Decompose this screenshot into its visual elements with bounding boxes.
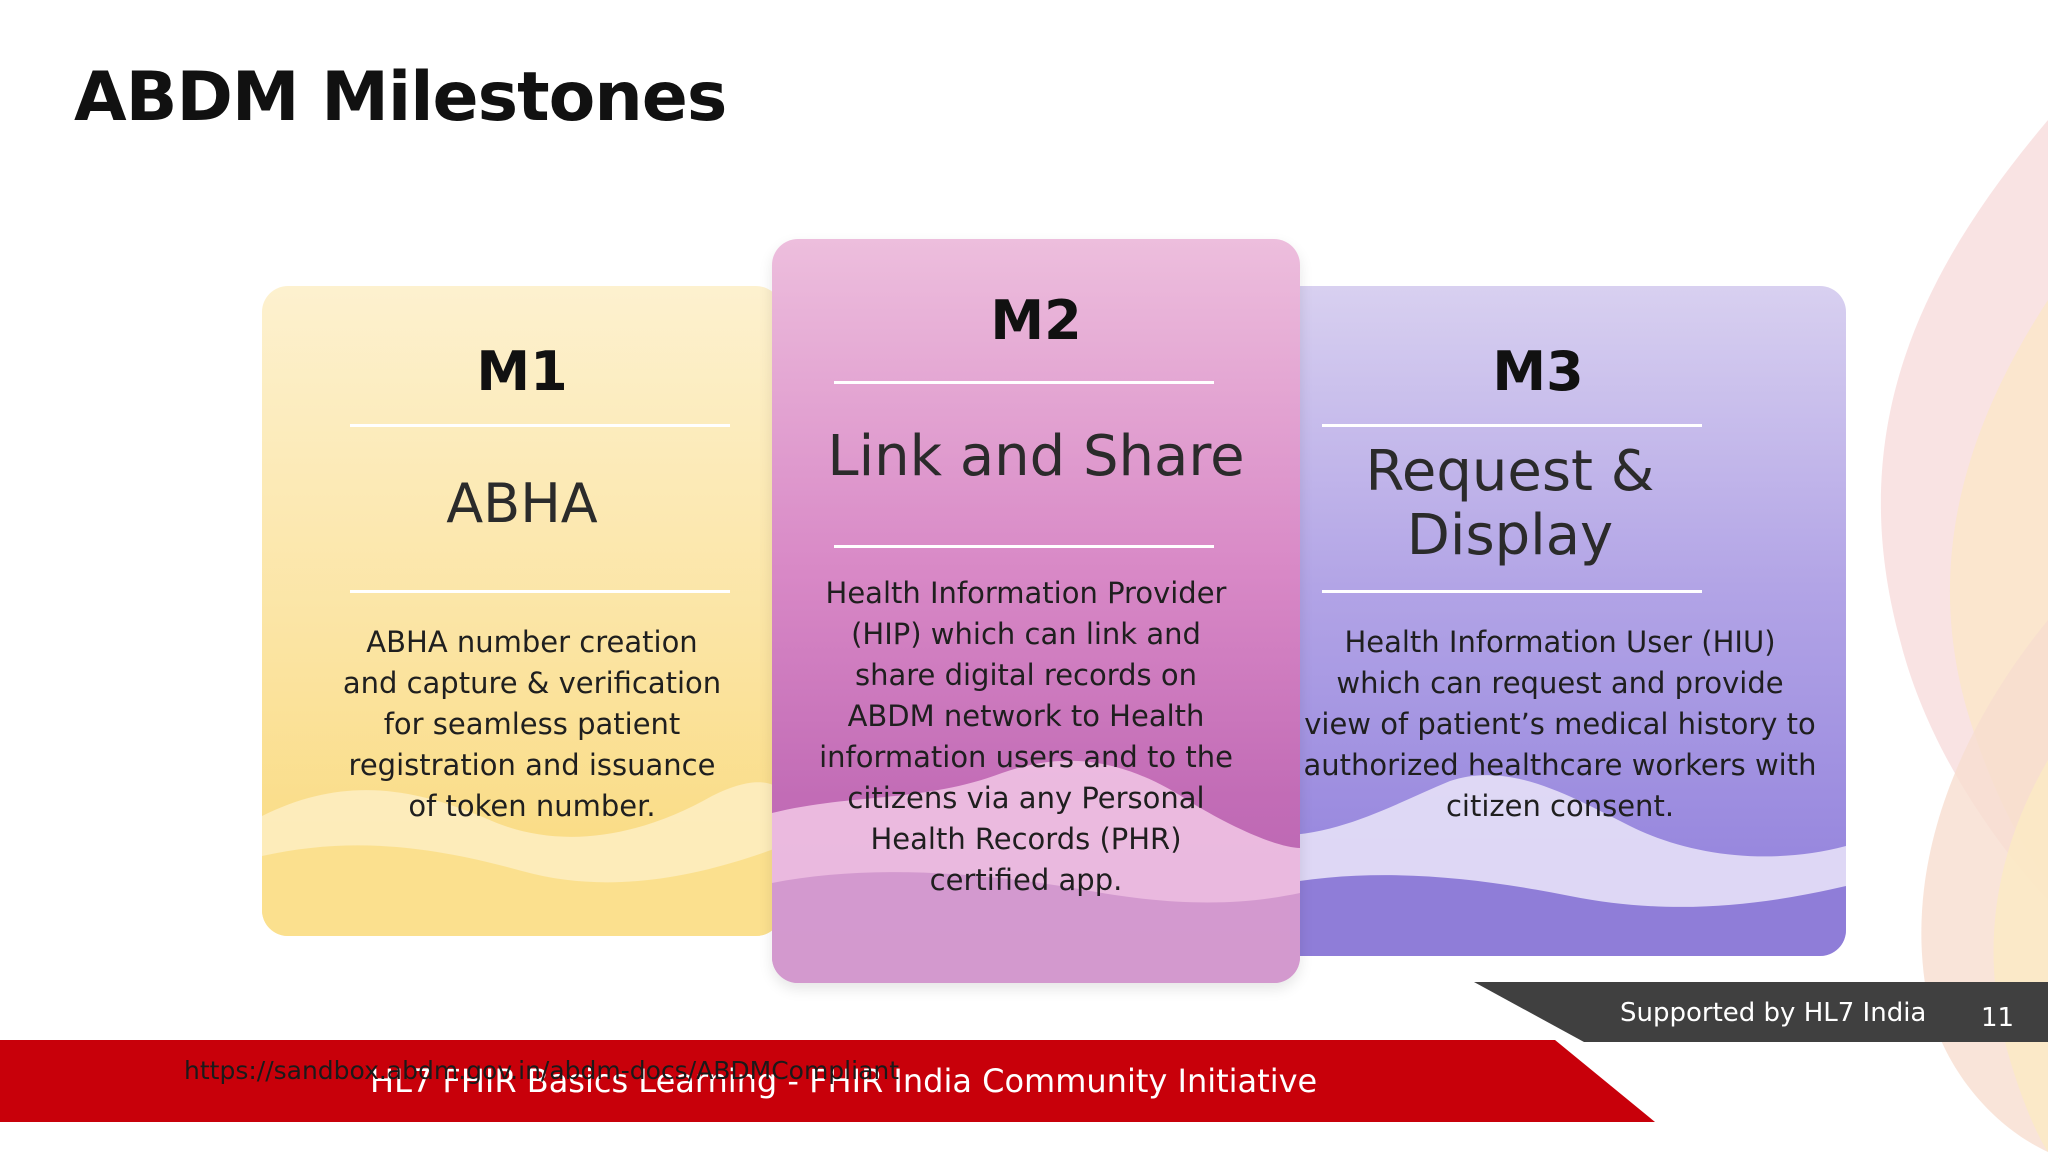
milestone-name: Link and Share <box>827 424 1245 489</box>
reference-link[interactable]: https://sandbox.abdm.gov.in/abdm-docs/AB… <box>184 1056 900 1085</box>
page-number: 11 <box>1981 1003 2015 1033</box>
wave-decoration <box>262 782 782 936</box>
wave-decoration <box>772 760 1300 983</box>
milestone-name: Request & Display <box>1365 439 1655 568</box>
milestone-description: Health Information Provider (HIP) which … <box>819 576 1233 897</box>
milestone-description: ABHA number creation and capture & verif… <box>342 625 722 823</box>
supported-by-label: Supported by HL7 India <box>1620 998 1927 1028</box>
divider <box>1322 590 1702 593</box>
milestone-code: M1 <box>476 340 568 403</box>
milestone-description: Health Information User (HIU) which can … <box>1303 625 1817 823</box>
flame-decoration <box>1880 120 2048 1152</box>
divider <box>1322 424 1702 427</box>
wave-decoration <box>1270 775 1846 956</box>
slide-title: ABDM Milestones <box>74 58 727 137</box>
milestone-card-m2: M2 Link and Share Health Information Pro… <box>772 239 1300 983</box>
divider <box>350 424 730 427</box>
milestone-card-m1: M1 ABHA ABHA number creation and capture… <box>262 286 782 936</box>
divider <box>834 545 1214 548</box>
milestone-code: M3 <box>1492 340 1584 403</box>
milestone-code: M2 <box>990 289 1082 352</box>
footer-banner <box>0 1040 1655 1122</box>
milestone-card-m3: M3 Request & Display Health Information … <box>1270 286 1846 956</box>
support-bar <box>1474 982 2048 1042</box>
divider <box>834 381 1214 384</box>
milestone-name: ABHA <box>446 472 598 535</box>
footer-banner-text: HL7 FHIR Basics Learning - FHIR India Co… <box>370 1062 1318 1100</box>
divider <box>350 590 730 593</box>
